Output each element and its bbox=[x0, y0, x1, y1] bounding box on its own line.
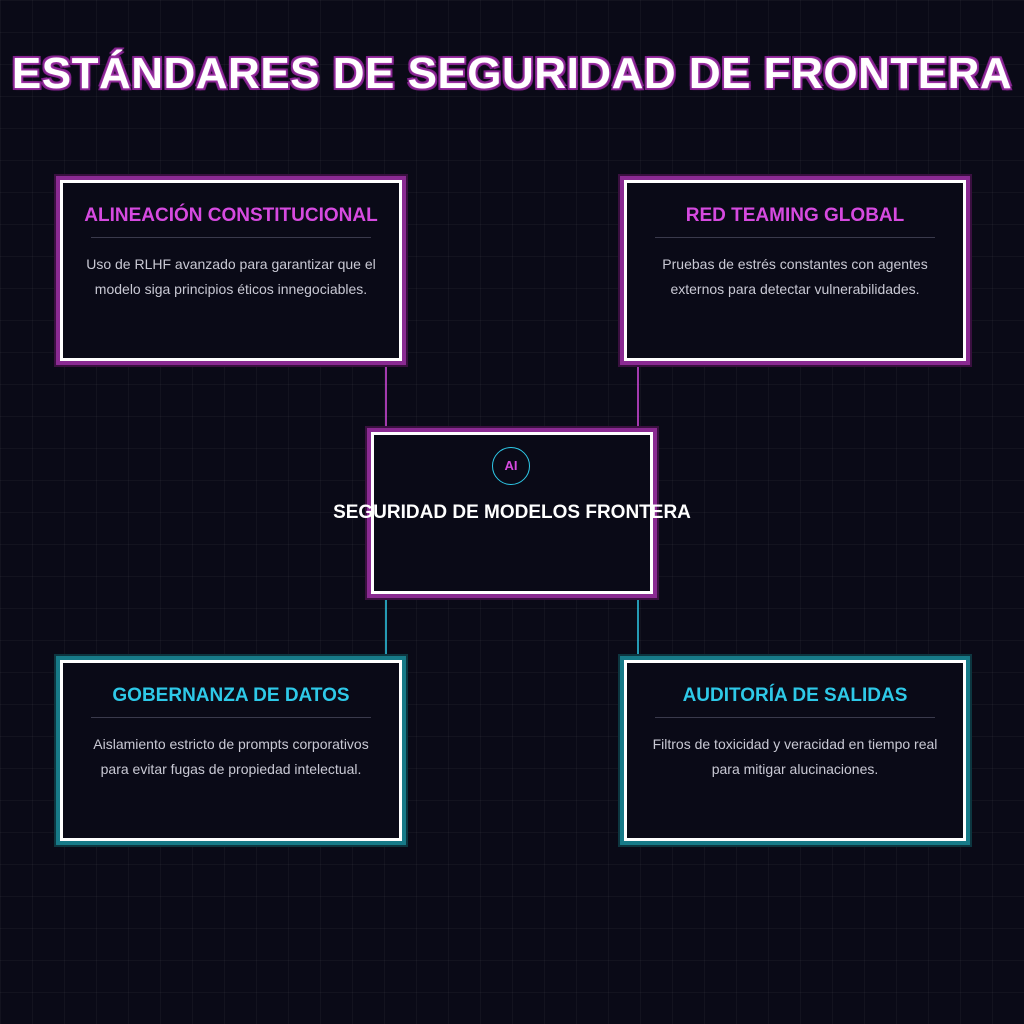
divider bbox=[655, 717, 935, 718]
card-title: ALINEACIÓN CONSTITUCIONAL bbox=[84, 205, 378, 226]
card-text: Aislamiento estricto de prompts corporat… bbox=[93, 736, 369, 777]
ai-badge-icon: AI bbox=[492, 447, 530, 485]
divider bbox=[91, 717, 371, 718]
card-auditoria: AUDITORÍA DE SALIDAS Filtros de toxicida… bbox=[624, 660, 966, 841]
card-text: Filtros de toxicidad y veracidad en tiem… bbox=[652, 736, 938, 777]
card-title: RED TEAMING GLOBAL bbox=[685, 205, 905, 226]
center-label: SEGURIDAD DE MODELOS FRONTERA bbox=[333, 502, 691, 523]
card-red-teaming: RED TEAMING GLOBAL Pruebas de estrés con… bbox=[624, 180, 966, 361]
card-title: AUDITORÍA DE SALIDAS bbox=[682, 685, 908, 706]
divider bbox=[655, 237, 935, 238]
card-text: Uso de RLHF avanzado para garantizar que… bbox=[86, 256, 376, 297]
center-node bbox=[371, 432, 653, 594]
card-title: GOBERNANZA DE DATOS bbox=[112, 685, 350, 706]
divider bbox=[91, 237, 371, 238]
card-alineacion: ALINEACIÓN CONSTITUCIONAL Uso de RLHF av… bbox=[60, 180, 402, 361]
card-text: Pruebas de estrés constantes con agentes… bbox=[662, 256, 928, 297]
page-title: ESTÁNDARES DE SEGURIDAD DE FRONTERA bbox=[11, 49, 1013, 98]
card-gobernanza: GOBERNANZA DE DATOS Aislamiento estricto… bbox=[60, 660, 402, 841]
